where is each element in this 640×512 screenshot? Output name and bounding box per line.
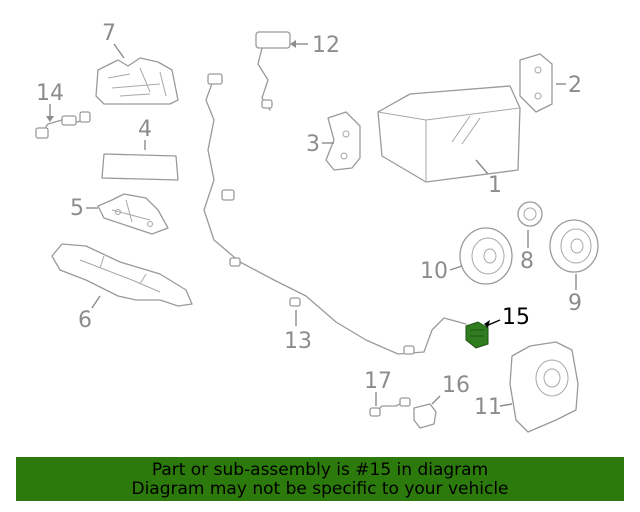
callout-5: 5 [70,196,98,221]
callout-12: 12 [290,33,340,58]
part-14-harness [35,111,91,139]
part-12-connector [255,31,291,111]
part-15-connector [465,321,489,349]
banner-line-part: Part or sub-assembly is #15 in diagram [151,460,489,480]
part-3-bracket [325,111,361,171]
callout-17: 17 [364,369,392,406]
svg-text:1: 1 [488,173,502,198]
callout-8: 8 [520,230,534,274]
callout-13: 13 [284,310,312,354]
callout-10: 10 [420,259,463,284]
callout-9: 9 [568,274,582,316]
callout-15: 15 [484,305,530,330]
svg-text:4: 4 [138,117,152,142]
svg-text:9: 9 [568,291,582,316]
part-13-harness [203,73,467,355]
svg-text:7: 7 [102,21,116,46]
part-1-display [377,85,521,183]
callout-6: 6 [78,295,101,333]
part-7-bracket [95,57,179,105]
part-5-bracket [97,193,169,235]
svg-text:5: 5 [70,196,84,221]
svg-text:8: 8 [520,249,534,274]
svg-text:6: 6 [78,308,92,333]
svg-text:11: 11 [474,395,502,420]
banner-line-disclaimer: Diagram may not be specific to your vehi… [131,479,509,499]
part-16-module [413,403,437,429]
callout-4: 4 [138,117,152,150]
svg-text:14: 14 [36,81,64,106]
part-9-speaker [549,219,599,273]
callout-1: 1 [475,159,502,198]
svg-text:13: 13 [284,329,312,354]
svg-text:3: 3 [306,132,320,157]
part-6-tray [51,243,193,307]
part-8-sensor [517,201,543,227]
part-info-banner: Part or sub-assembly is #15 in diagram D… [16,457,624,501]
svg-text:10: 10 [420,259,448,284]
svg-text:16: 16 [442,373,470,398]
part-10-speaker [459,227,513,285]
svg-text:12: 12 [312,33,340,58]
part-2-bracket [519,53,553,113]
callout-16: 16 [431,373,470,405]
svg-text:15: 15 [502,305,530,330]
callout-3: 3 [306,132,334,157]
svg-text:2: 2 [568,73,582,98]
callout-7: 7 [102,21,125,59]
part-17-lead [369,397,411,417]
part-11-enclosure [509,341,579,433]
callout-2: 2 [556,73,582,98]
svg-text:17: 17 [364,369,392,394]
callout-14: 14 [36,81,64,122]
part-4-plate [101,153,179,181]
callout-11: 11 [474,395,513,420]
